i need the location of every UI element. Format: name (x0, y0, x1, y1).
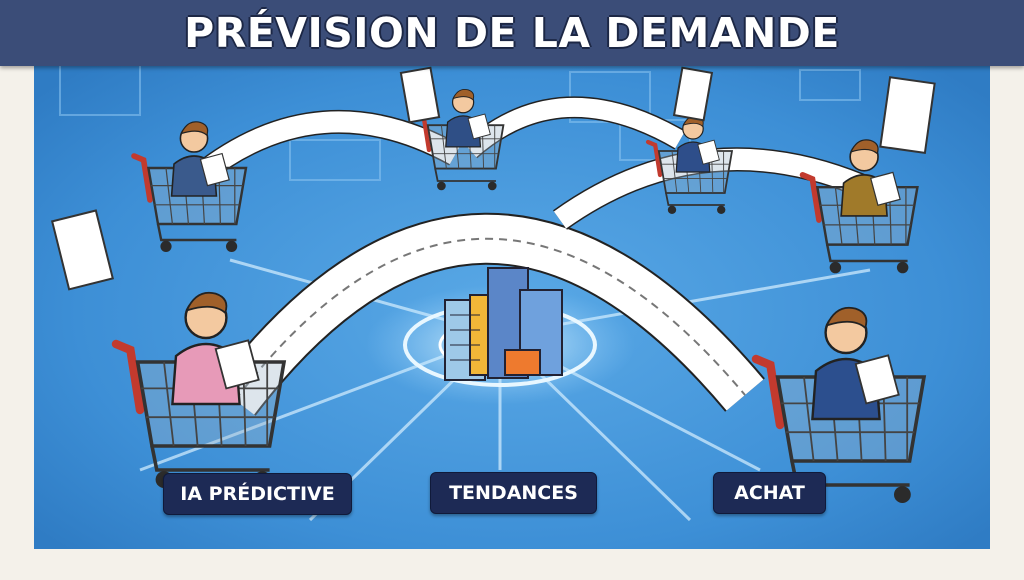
title-bar: PRÉVISION DE LA DEMANDE (0, 0, 1024, 66)
label-purchase: ACHAT (713, 472, 826, 514)
label-trends: TENDANCES (430, 472, 597, 514)
page-title: PRÉVISION DE LA DEMANDE (184, 9, 840, 57)
label-predictive-ai: IA PRÉDICTIVE (163, 473, 352, 515)
